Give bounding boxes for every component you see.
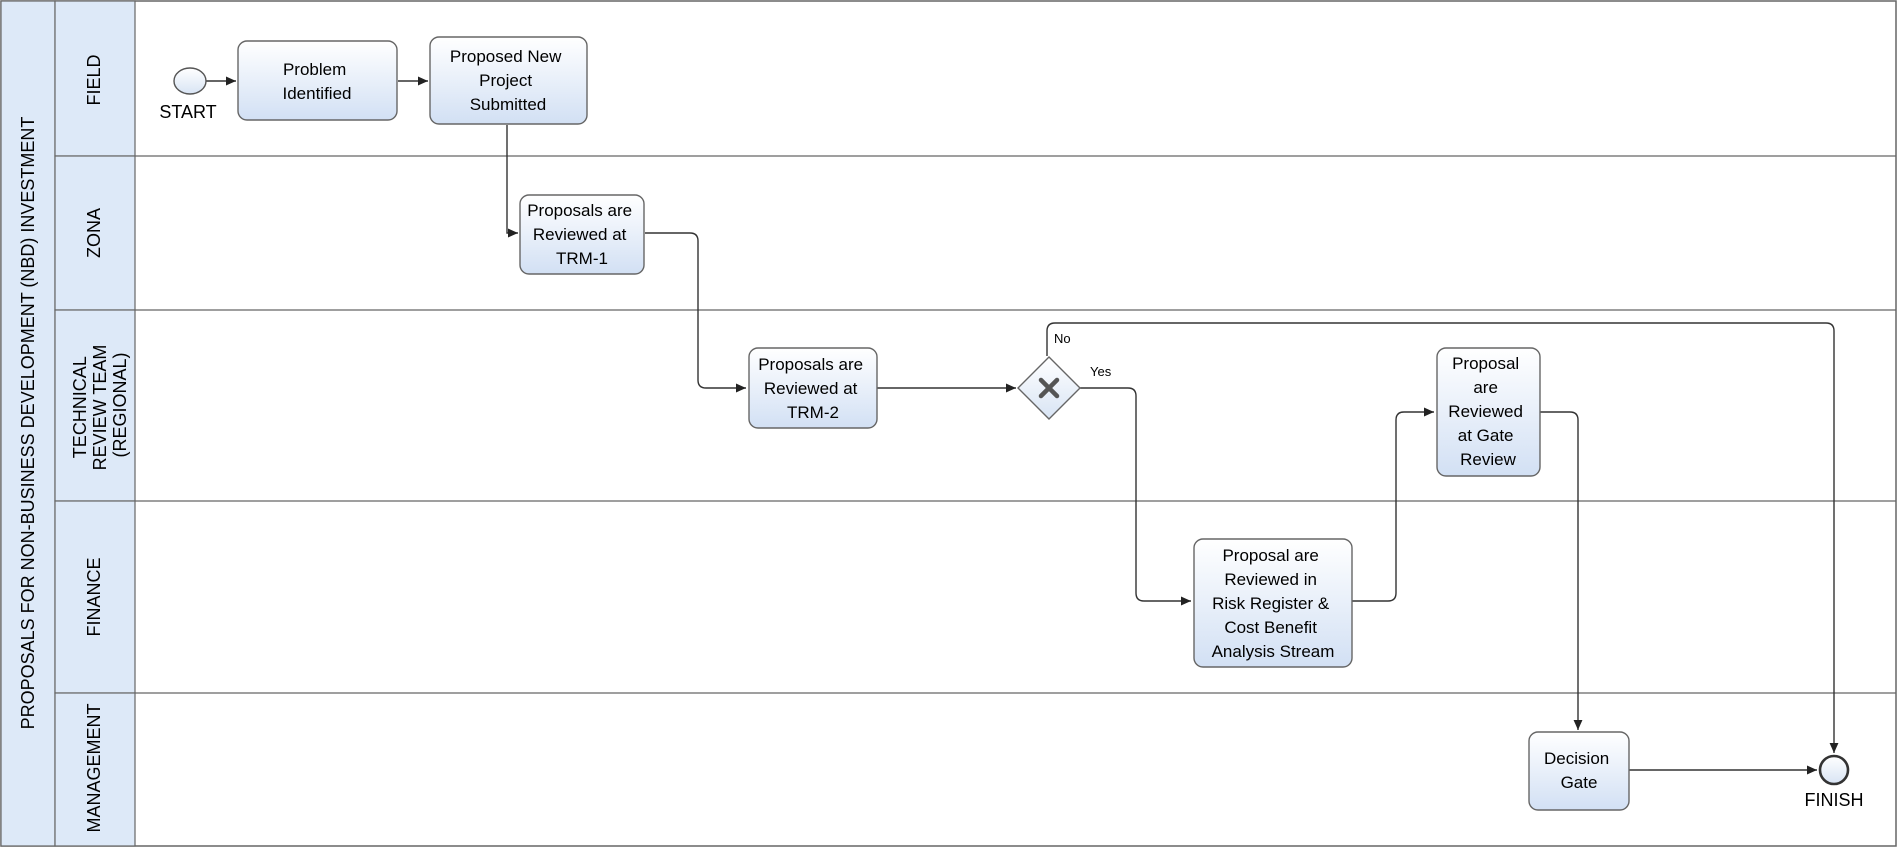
start-label: START — [159, 102, 216, 122]
task-gate-review[interactable]: Proposal are Reviewed at Gate Review — [1436, 347, 1541, 477]
lane-label-technical: TECHNICAL REVIEW TEAM (REGIONAL) — [70, 340, 130, 471]
task-reviewed-trm2[interactable]: Proposals are Reviewed at TRM-2 — [748, 347, 878, 429]
start-event[interactable] — [173, 67, 207, 95]
flow-gateway-no — [1046, 322, 1839, 753]
lane-header-finance — [54, 500, 136, 694]
svg-text:Decision Gate: Decision Gate — [1544, 749, 1614, 792]
finish-label: FINISH — [1804, 790, 1863, 810]
task-problem-identified[interactable]: Problem Identified — [237, 40, 398, 121]
pool-label: PROPOSALS FOR NON-BUSINESS DEVELOPMENT (… — [18, 117, 38, 730]
lane-label-field: FIELD — [84, 54, 104, 105]
lane-header-zona — [54, 155, 136, 311]
flow-gateway-yes — [1079, 387, 1191, 606]
gateway-yes-label: Yes — [1090, 364, 1112, 379]
lane-label-management: MANAGEMENT — [84, 703, 104, 832]
svg-text:Proposal are Revie: Proposal are Reviewed at Gate Review — [1448, 354, 1527, 469]
task-proposed-new-project[interactable]: Proposed New Project Submitted — [429, 36, 588, 125]
task-risk-register[interactable]: Proposal are Reviewed in Risk Register &… — [1193, 538, 1353, 668]
lane-header-field — [54, 0, 136, 157]
flow-gate-review-to-decision — [1540, 411, 1583, 730]
flow-trm1-to-trm2 — [645, 232, 746, 393]
exclusive-gateway[interactable] — [1017, 356, 1081, 420]
svg-text:Proposal are Reviewed in: Proposal are Reviewed in Risk Register &… — [1212, 546, 1335, 661]
x-icon — [1038, 377, 1060, 399]
task-decision-gate[interactable]: Decision Gate — [1528, 731, 1630, 811]
svg-text:Proposed New Project: Proposed New Project Submitted — [450, 47, 566, 114]
svg-text:Problem Identified: Problem Identified — [283, 60, 352, 103]
lane-header-technical — [54, 309, 136, 502]
lane-header-management — [54, 692, 136, 847]
flow-risk-to-gate-review — [1352, 407, 1434, 602]
lane-label-zona: ZONA — [84, 208, 104, 258]
svg-text:Proposals are Reviewed a: Proposals are Reviewed at TRM-2 — [758, 355, 868, 422]
lane-label-finance: FINANCE — [84, 557, 104, 636]
gateway-no-label: No — [1054, 331, 1071, 346]
svg-text:Proposals are Reviewed a: Proposals are Reviewed at TRM-1 — [527, 201, 637, 268]
pool-header — [0, 0, 56, 847]
finish-event[interactable] — [1818, 754, 1850, 786]
flow-proposed-to-trm1 — [506, 125, 518, 238]
task-reviewed-trm1[interactable]: Proposals are Reviewed at TRM-1 — [519, 194, 645, 275]
